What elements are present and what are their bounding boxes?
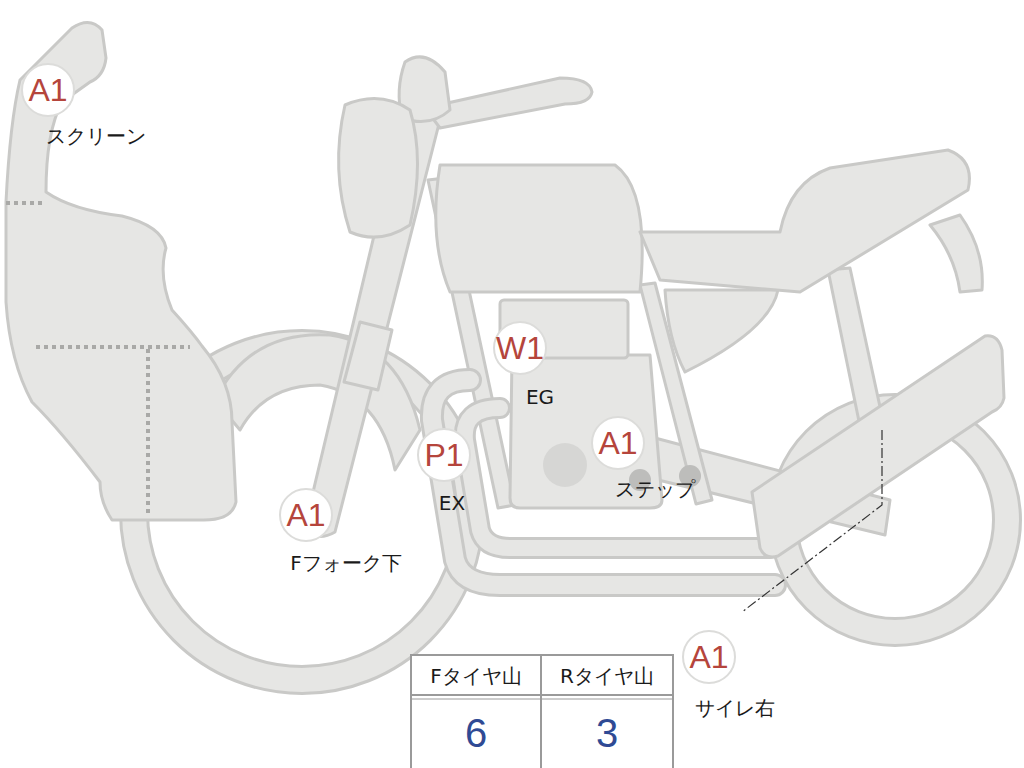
table-value: 3 bbox=[596, 713, 618, 753]
tire-table bbox=[411, 655, 673, 768]
callout-number: A1 bbox=[21, 63, 75, 117]
engine-cover bbox=[543, 443, 587, 487]
part-label: EX bbox=[439, 492, 465, 514]
callout-number: A1 bbox=[279, 488, 333, 542]
callout-number: A1 bbox=[682, 630, 736, 684]
table-header: Fタイヤ山 bbox=[430, 666, 522, 686]
table-header: Rタイヤ山 bbox=[560, 666, 654, 686]
headlight bbox=[339, 99, 418, 238]
fairing-section-lines bbox=[6, 203, 190, 516]
front-fender bbox=[215, 335, 420, 470]
silencer bbox=[752, 336, 1004, 557]
front-fairing bbox=[6, 22, 236, 520]
leader-line bbox=[742, 430, 882, 612]
part-label: スクリーン bbox=[46, 125, 146, 147]
table-value: 6 bbox=[465, 713, 487, 753]
seat bbox=[640, 150, 969, 292]
side-panel bbox=[665, 290, 778, 372]
part-label: サイレ右 bbox=[695, 697, 775, 719]
fuel-tank bbox=[436, 165, 642, 292]
tail-cowl bbox=[930, 215, 982, 292]
callout-number: W1 bbox=[493, 321, 547, 375]
part-label: EG bbox=[526, 386, 554, 408]
callout-number: P1 bbox=[417, 428, 471, 482]
part-label: Fフォーク下 bbox=[290, 552, 402, 574]
callout-number: A1 bbox=[591, 416, 645, 470]
fork-tube-band bbox=[344, 322, 392, 390]
part-label: ステップ bbox=[615, 478, 695, 500]
